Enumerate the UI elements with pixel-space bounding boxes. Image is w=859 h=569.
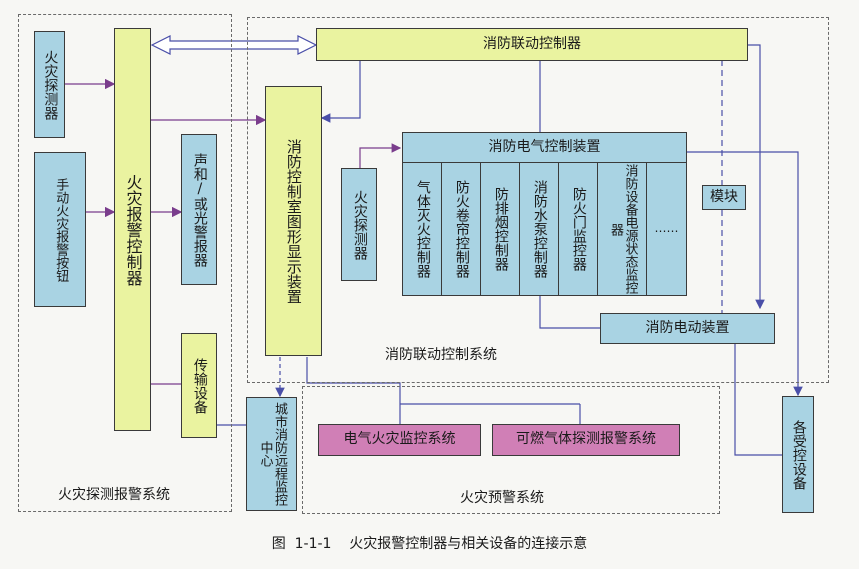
shutter-controller: 防火卷帘控制器 bbox=[441, 162, 481, 296]
line-controllers-to-electric bbox=[539, 296, 600, 329]
water-pump: 消防水泵控制器 bbox=[519, 162, 559, 296]
graphic-display: 消防控制室图形显示装置 bbox=[265, 86, 322, 356]
region-label-fire-linkage: 消防联动控制系统 bbox=[385, 347, 497, 363]
arrow-linkage-to-electric-device bbox=[748, 44, 765, 310]
linkage-controller: 消防联动控制器 bbox=[316, 28, 748, 61]
region-fire-detection bbox=[18, 14, 232, 512]
electric-device: 消防电动装置 bbox=[600, 313, 775, 344]
line-electric-to-controlled bbox=[734, 344, 782, 456]
module: 模块 bbox=[702, 185, 746, 210]
region-label-fire-detection: 火灾探测报警系统 bbox=[58, 487, 170, 503]
region-fire-warning bbox=[302, 386, 720, 514]
transmission-device: 传输设备 bbox=[181, 333, 217, 438]
power-monitor: 消防设备电源状态监控器 bbox=[597, 162, 647, 296]
arrow-detector-to-panel bbox=[359, 143, 402, 168]
region-fire-linkage bbox=[247, 17, 829, 383]
electrical-control-device: 消防电气控制装置 bbox=[402, 132, 687, 163]
gas-extinguishing: 气体灭火控制器 bbox=[402, 162, 442, 296]
electrical-fire-monitor: 电气火灾监控系统 bbox=[318, 424, 481, 456]
line-display-to-warning bbox=[306, 357, 401, 404]
arrow-electrical-to-controlled bbox=[686, 151, 803, 397]
controlled-devices: 各受控设备 bbox=[782, 396, 814, 513]
figure-caption: 图 1-1-1 火灾报警控制器与相关设备的连接示意 bbox=[271, 536, 588, 552]
smoke-exhaust: 防排烟控制器 bbox=[480, 162, 520, 296]
remote-monitor-center: 城市消防远程监控中心 bbox=[246, 397, 297, 511]
fire-detector-left: 火灾探测器 bbox=[34, 31, 65, 138]
ellipsis-cell: …… bbox=[646, 162, 687, 296]
manual-alarm-button: 手动火灾报警按钮 bbox=[34, 152, 86, 307]
gas-detection-alarm: 可燃气体探测报警系统 bbox=[492, 424, 680, 456]
fire-alarm-controller: 火灾报警控制器 bbox=[114, 28, 151, 431]
sound-light-alarm: 声和/或光警报器 bbox=[181, 134, 217, 285]
arrow-linkage-to-display bbox=[320, 60, 361, 123]
region-label-fire-warning: 火灾预警系统 bbox=[460, 490, 544, 506]
fire-door: 防火门监控器 bbox=[558, 162, 598, 296]
fire-detector-right: 火灾探测器 bbox=[341, 168, 377, 281]
